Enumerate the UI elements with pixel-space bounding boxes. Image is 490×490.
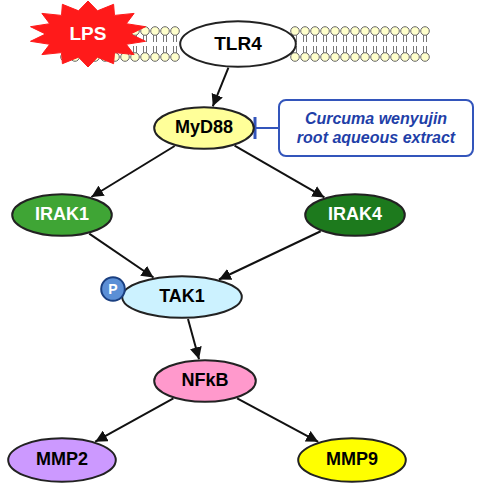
node-label: TAK1	[159, 286, 205, 308]
activation-arrow	[213, 68, 229, 107]
ellipse-outline	[298, 438, 406, 482]
kinase-ellipse: TAK1	[121, 275, 243, 319]
lipid-bilayer	[290, 26, 430, 62]
ellipse-outline	[12, 194, 112, 236]
transcription-factor-ellipse: NFkB	[153, 359, 257, 403]
ellipse-outline	[122, 276, 242, 318]
rect-outline	[279, 100, 473, 156]
ellipse-outline	[305, 194, 405, 236]
activation-arrow	[188, 319, 199, 359]
node-label: Curcuma wenyujin root aqueous extract	[290, 109, 462, 147]
ellipse-outline	[180, 21, 296, 67]
activation-arrow	[91, 146, 174, 197]
ellipse-outline	[154, 107, 254, 149]
node-outline	[278, 99, 474, 157]
node-label: IRAK4	[328, 204, 382, 226]
receptor-ellipse: TLR4	[179, 20, 297, 68]
node-label: P	[108, 281, 117, 298]
target-gene-ellipse: MMP2	[7, 437, 117, 483]
node-label: MMP2	[36, 449, 88, 471]
target-gene-ellipse: MMP9	[297, 437, 407, 483]
adaptor-ellipse: MyD88	[153, 106, 255, 150]
node-label: NFkB	[181, 370, 228, 392]
phospho-circle: P	[100, 276, 126, 302]
activation-arrow	[237, 398, 318, 442]
ellipse-outline	[8, 438, 116, 482]
ellipse-outline	[101, 277, 125, 301]
node-label: TLR4	[214, 33, 262, 56]
node-label: IRAK1	[35, 204, 89, 226]
starburst-outline	[31, 1, 146, 67]
inhibition-line	[255, 127, 278, 129]
node-label: MyD88	[175, 117, 233, 139]
activation-arrow	[219, 231, 321, 279]
inhibitor-box: Curcuma wenyujin root aqueous extract	[278, 99, 474, 157]
activation-arrow	[89, 234, 153, 278]
activation-arrow	[95, 398, 173, 441]
kinase-ellipse: IRAK1	[11, 193, 113, 237]
node-label: MMP9	[326, 449, 378, 471]
ellipse-outline	[154, 360, 256, 402]
node-label: LPS	[70, 23, 107, 46]
ligand-burst: LPS	[29, 1, 147, 67]
kinase-ellipse: IRAK4	[304, 193, 406, 237]
